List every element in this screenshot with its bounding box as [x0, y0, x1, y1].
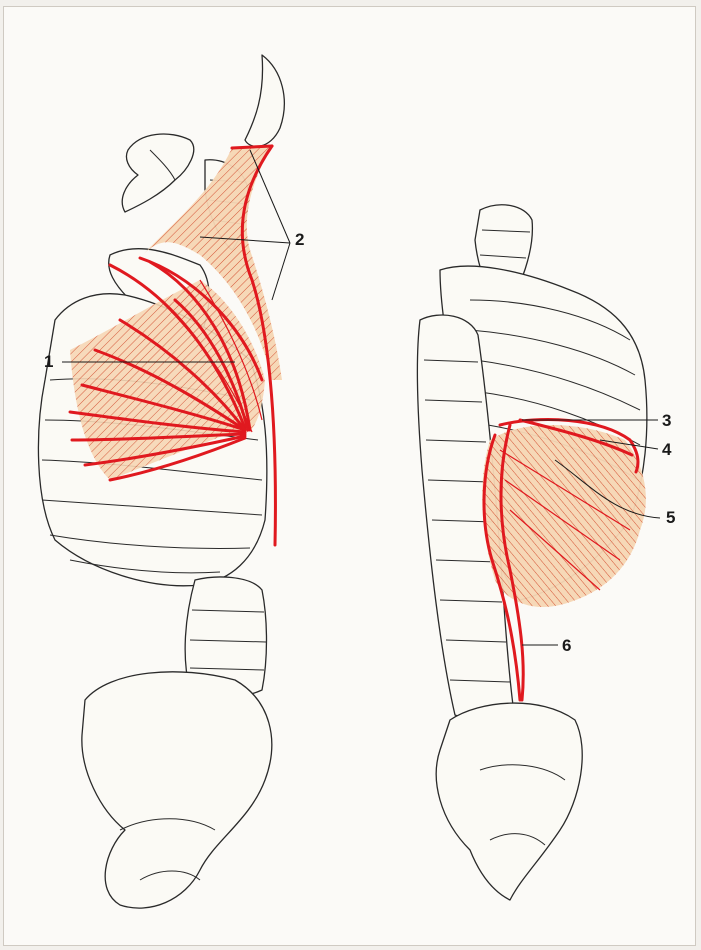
- left-pelvis: [82, 672, 272, 908]
- callout-4: 4: [662, 441, 671, 458]
- callout-6: 6: [562, 637, 571, 654]
- left-mandible: [122, 134, 193, 212]
- callout-1: 1: [44, 353, 53, 370]
- left-skull-fragment: [245, 55, 284, 146]
- callout-3: 3: [662, 412, 671, 429]
- right-muscle-belly: [482, 425, 646, 607]
- right-pelvis: [436, 703, 582, 900]
- leader-2a: [250, 150, 290, 243]
- callout-2: 2: [295, 231, 304, 248]
- callout-5: 5: [666, 509, 675, 526]
- leader-2c: [272, 243, 290, 300]
